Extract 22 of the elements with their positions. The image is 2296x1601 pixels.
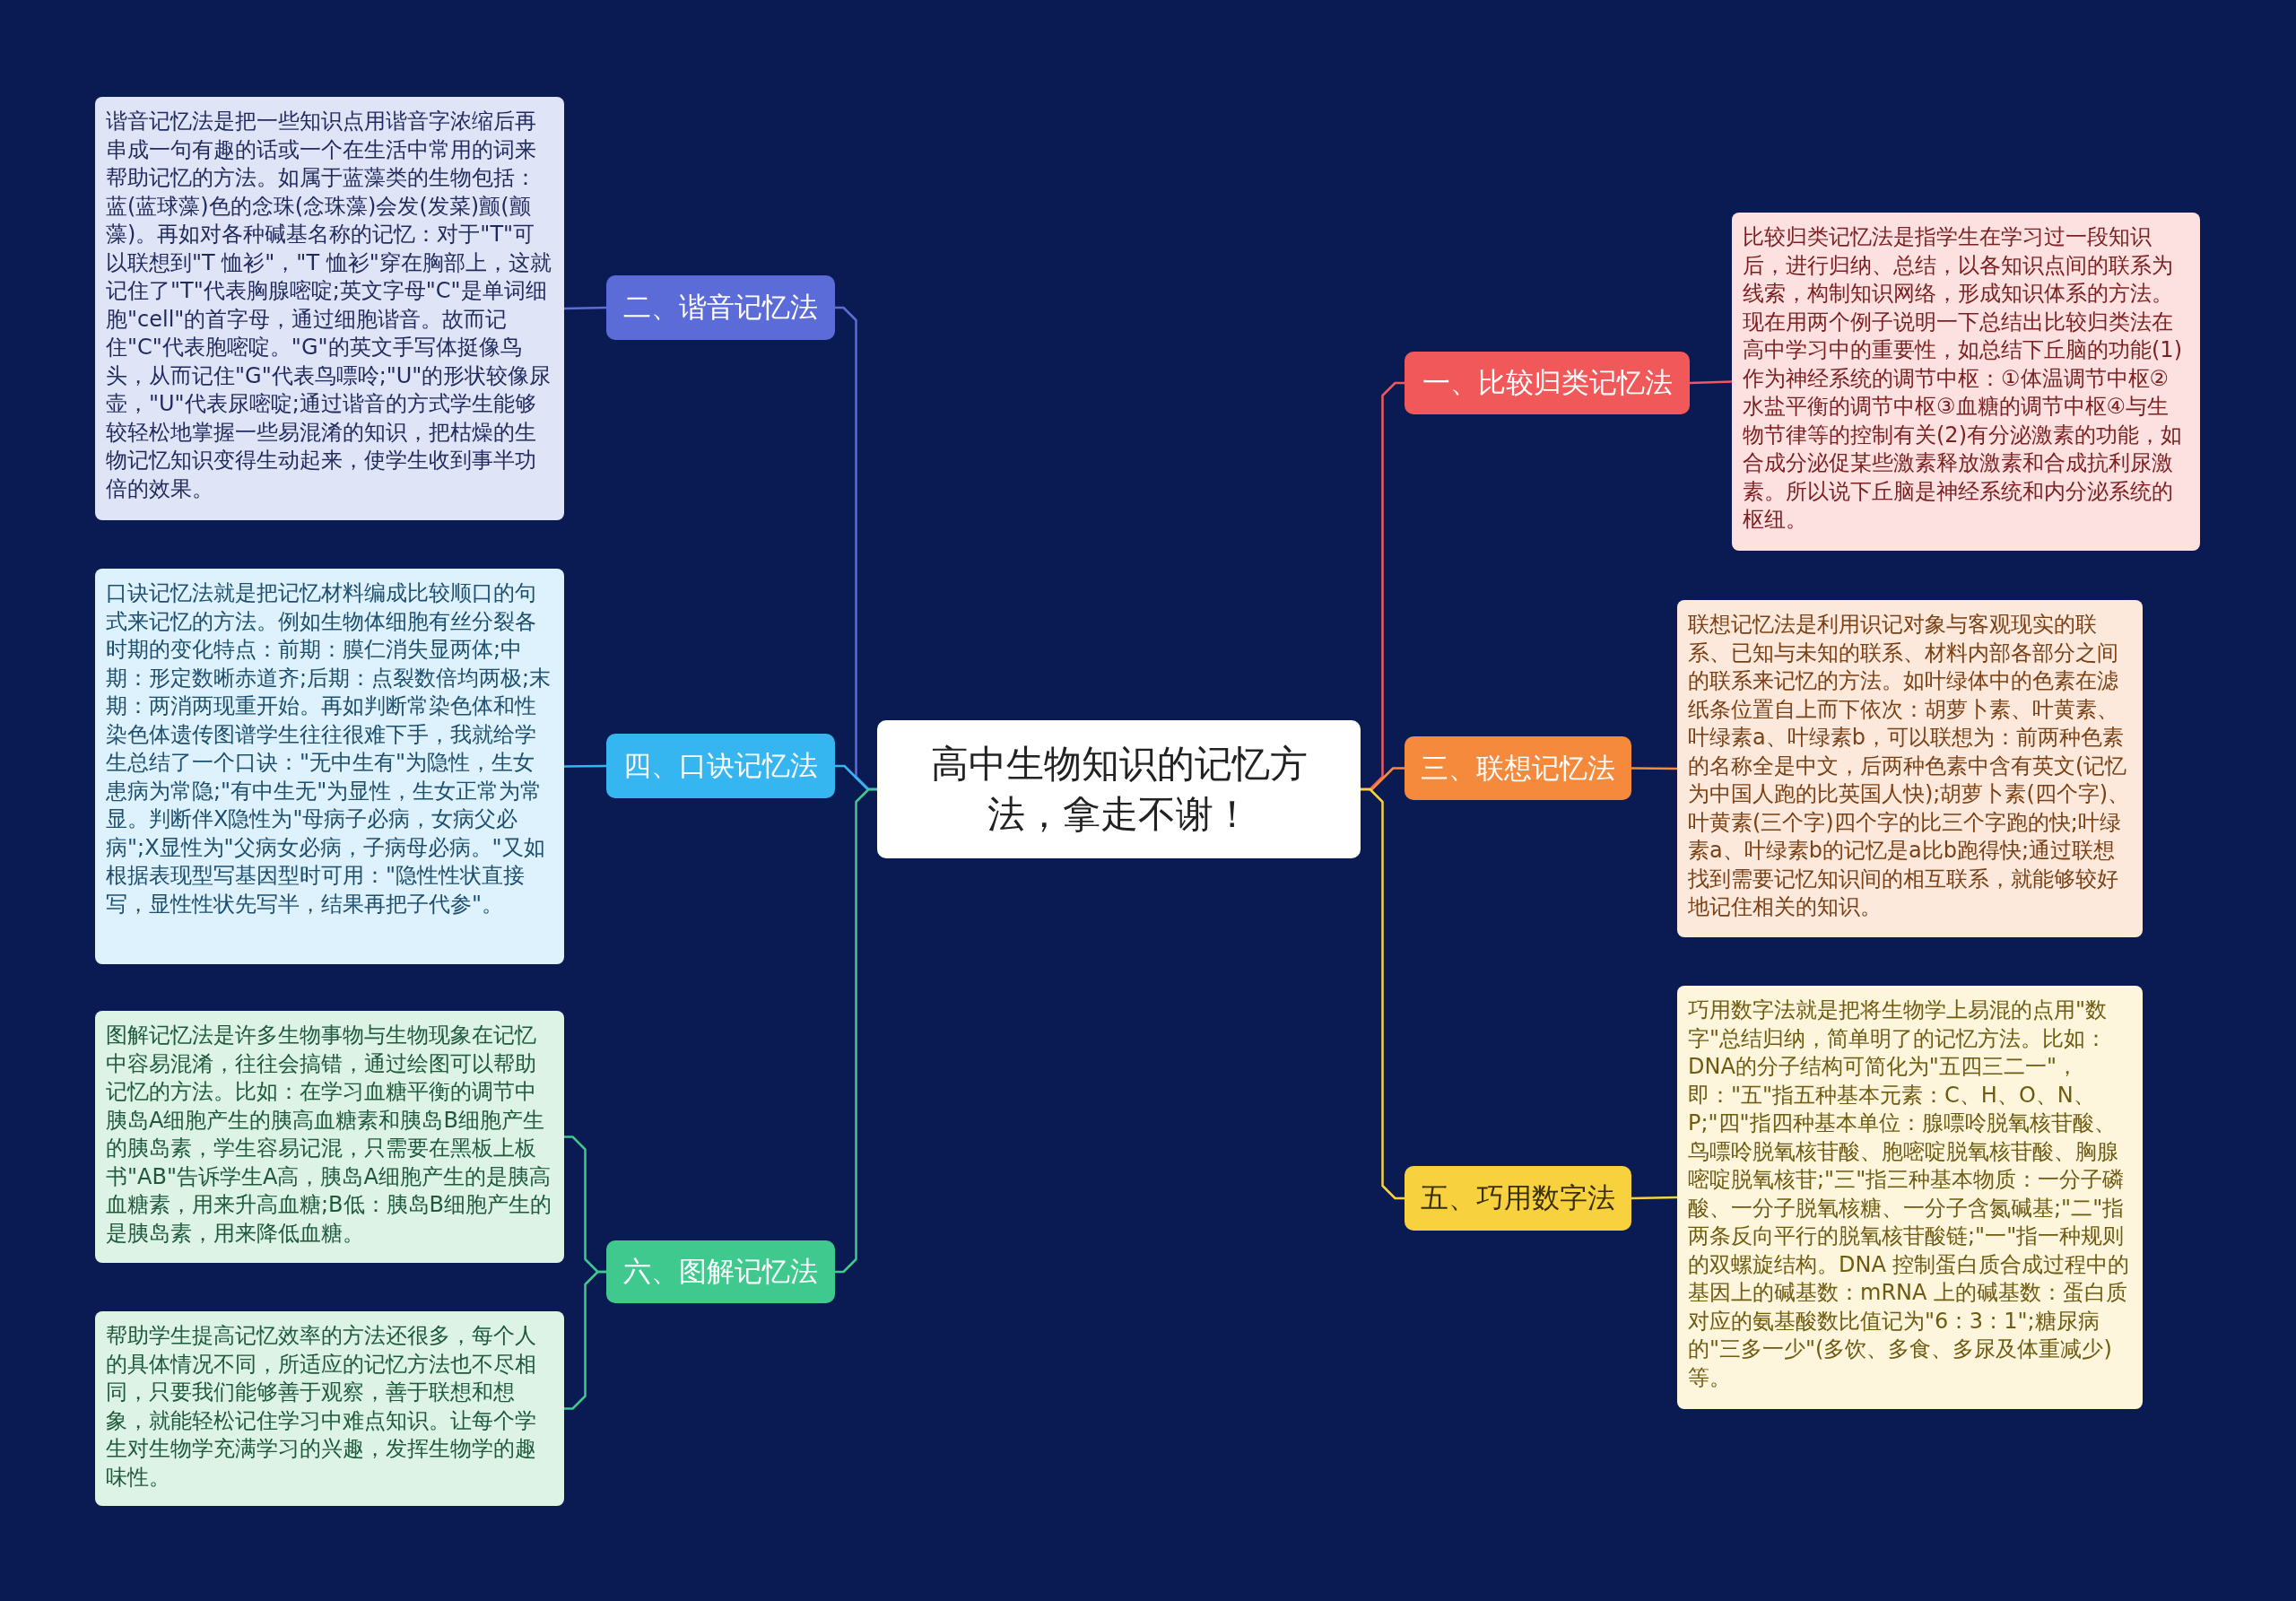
note-card: 巧用数字法就是把将生物学上易混的点用"数字"总结归纳，简单明了的记忆方法。比如：DNA的分子结构可简化为"五四三二一"，即："五"指五种基本元素：C、H、O、N、P;"四"指四种基本单位：腺嘌呤脱氧核苷酸、鸟嘌呤脱氧核苷酸、胞嘧啶脱氧核苷酸、胸腺嘧啶脱氧核苷;"三"指三种基本物质：一分子磷酸、一分子脱氧核糖、一分子含氮碱基;"二"指两条反向平行的脱氧核苷酸链;"一"指一种规则的双螺旋结构。DNA 控制蛋白质合成过程中的基因上的碱基数：mRNA 上的碱基数：蛋白质对应的氨基酸数比值记为"6 : 3 : 1";糖尿病的"三多一少"(多饮、多食、多尿及体重减少)等。: [1677, 986, 2143, 1409]
branch-topic: 六、图解记忆法: [606, 1240, 835, 1303]
branch-topic: 一、比较归类记忆法: [1405, 352, 1690, 414]
connector-line: [564, 764, 606, 768]
central-topic: 高中生物知识的记忆方法，拿走不谢！: [877, 720, 1361, 858]
note-card: 图解记忆法是许多生物事物与生物现象在记忆中容易混淆，往往会搞错，通过绘图可以帮助记忆的方法。比如：在学习血糖平衡的调节中胰岛A细胞产生的胰高血糖素和胰岛B细胞产生的胰岛素，学生容易记混，只需要在黑板上板书"AB"告诉学生A高，胰岛A细胞产生的是胰高血糖素，用来升高血糖;B低：胰岛B细胞产生的是胰岛素，用来降低血糖。: [95, 1011, 564, 1263]
connector-line: [1361, 787, 1405, 1200]
branch-topic: 三、联想记忆法: [1405, 736, 1631, 800]
note-card: 联想记忆法是利用识记对象与客观现实的联系、已知与未知的联系、材料内部各部分之间的联系来记忆的方法。如叶绿体中的色素在滤纸条位置自上而下依次：胡萝卜素、叶黄素、叶绿素a、叶绿素b，可以联想为：前两种色素的名称全是中文，后两种色素中含有英文(记忆为中国人跑的比英国人快);胡萝卜素(四个字)、叶黄素(三个字)四个字的比三个字跑的快;叶绿素a、叶绿素b的记忆是a比b跑得快;通过联想找到需要记忆知识间的相互联系，就能够较好地记住相关的知识。: [1677, 600, 2143, 937]
connector-line: [1631, 767, 1677, 770]
connector-line: [564, 1270, 606, 1410]
branch-topic: 五、巧用数字法: [1405, 1166, 1631, 1231]
branch-topic: 二、谐音记忆法: [606, 275, 835, 340]
connector-line: [1631, 1196, 1678, 1200]
note-card: 帮助学生提高记忆效率的方法还很多，每个人的具体情况不同，所适应的记忆方法也不尽相同，只要我们能够善于观察，善于联想和想象，就能轻松记住学习中难点知识。让每个学生对生物学充满学习的兴趣，发挥生物学的趣味性。: [95, 1311, 564, 1506]
connector-line: [835, 787, 877, 1274]
note-card: 谐音记忆法是把一些知识点用谐音字浓缩后再串成一句有趣的话或一个在生活中常用的词来帮助记忆的方法。如属于蓝藻类的生物包括：蓝(蓝球藻)色的念珠(念珠藻)会发(发菜)颤(颤藻)。再如对各种碱基名称的记忆：对于"T"可以联想到"T 恤衫"，"T 恤衫"穿在胸部上，这就记住了"T"代表胸腺嘧啶;英文字母"C"是单词细胞"cell"的首字母，通过细胞谐音。故而记住"C"代表胞嘧啶。"G"的英文手写体挺像鸟头，从而记住"G"代表鸟嘌呤;"U"的形状较像尿壶，"U"代表尿嘧啶;通过谐音的方式学生能够较轻松地掌握一些易混淆的知识，把枯燥的生物记忆知识变得生动起来，使学生收到事半功倍的效果。: [95, 97, 564, 520]
note-card: 比较归类记忆法是指学生在学习过一段知识后，进行归纳、总结，以各知识点间的联系为线索，构制知识网络，形成知识体系的方法。现在用两个例子说明一下总结出比较归类法在高中学习中的重要性，如总结下丘脑的功能(1)作为神经系统的调节中枢：①体温调节中枢②水盐平衡的调节中枢③血糖的调节中枢④与生物节律等的控制有关(2)有分泌激素的功能，如合成分泌促某些激素释放激素和合成抗利尿激素。所以说下丘脑是神经系统和内分泌系统的枢纽。: [1732, 213, 2200, 551]
connector-line: [1689, 380, 1733, 385]
note-card: 口诀记忆法就是把记忆材料编成比较顺口的句式来记忆的方法。例如生物体细胞有丝分裂各时期的变化特点：前期：膜仁消失显两体;中期：形定数晰赤道齐;后期：点裂数倍均两极;末期：两消两现重开始。再如判断常染色体和性染色体遗传图谱学生往往很难下手，我就给学生总结了一个口诀："无中生有"为隐性，生女患病为常隐;"有中生无"为显性，生女正常为常显。判断伴X隐性为"母病子必病，女病父必病";X显性为"父病女必病，子病母必病。"又如根据表现型写基因型时可用："隐性性状直接写，显性性状先写半，结果再把子代参"。: [95, 569, 564, 964]
branch-topic: 四、口诀记忆法: [606, 734, 835, 798]
connector-line: [563, 306, 607, 310]
